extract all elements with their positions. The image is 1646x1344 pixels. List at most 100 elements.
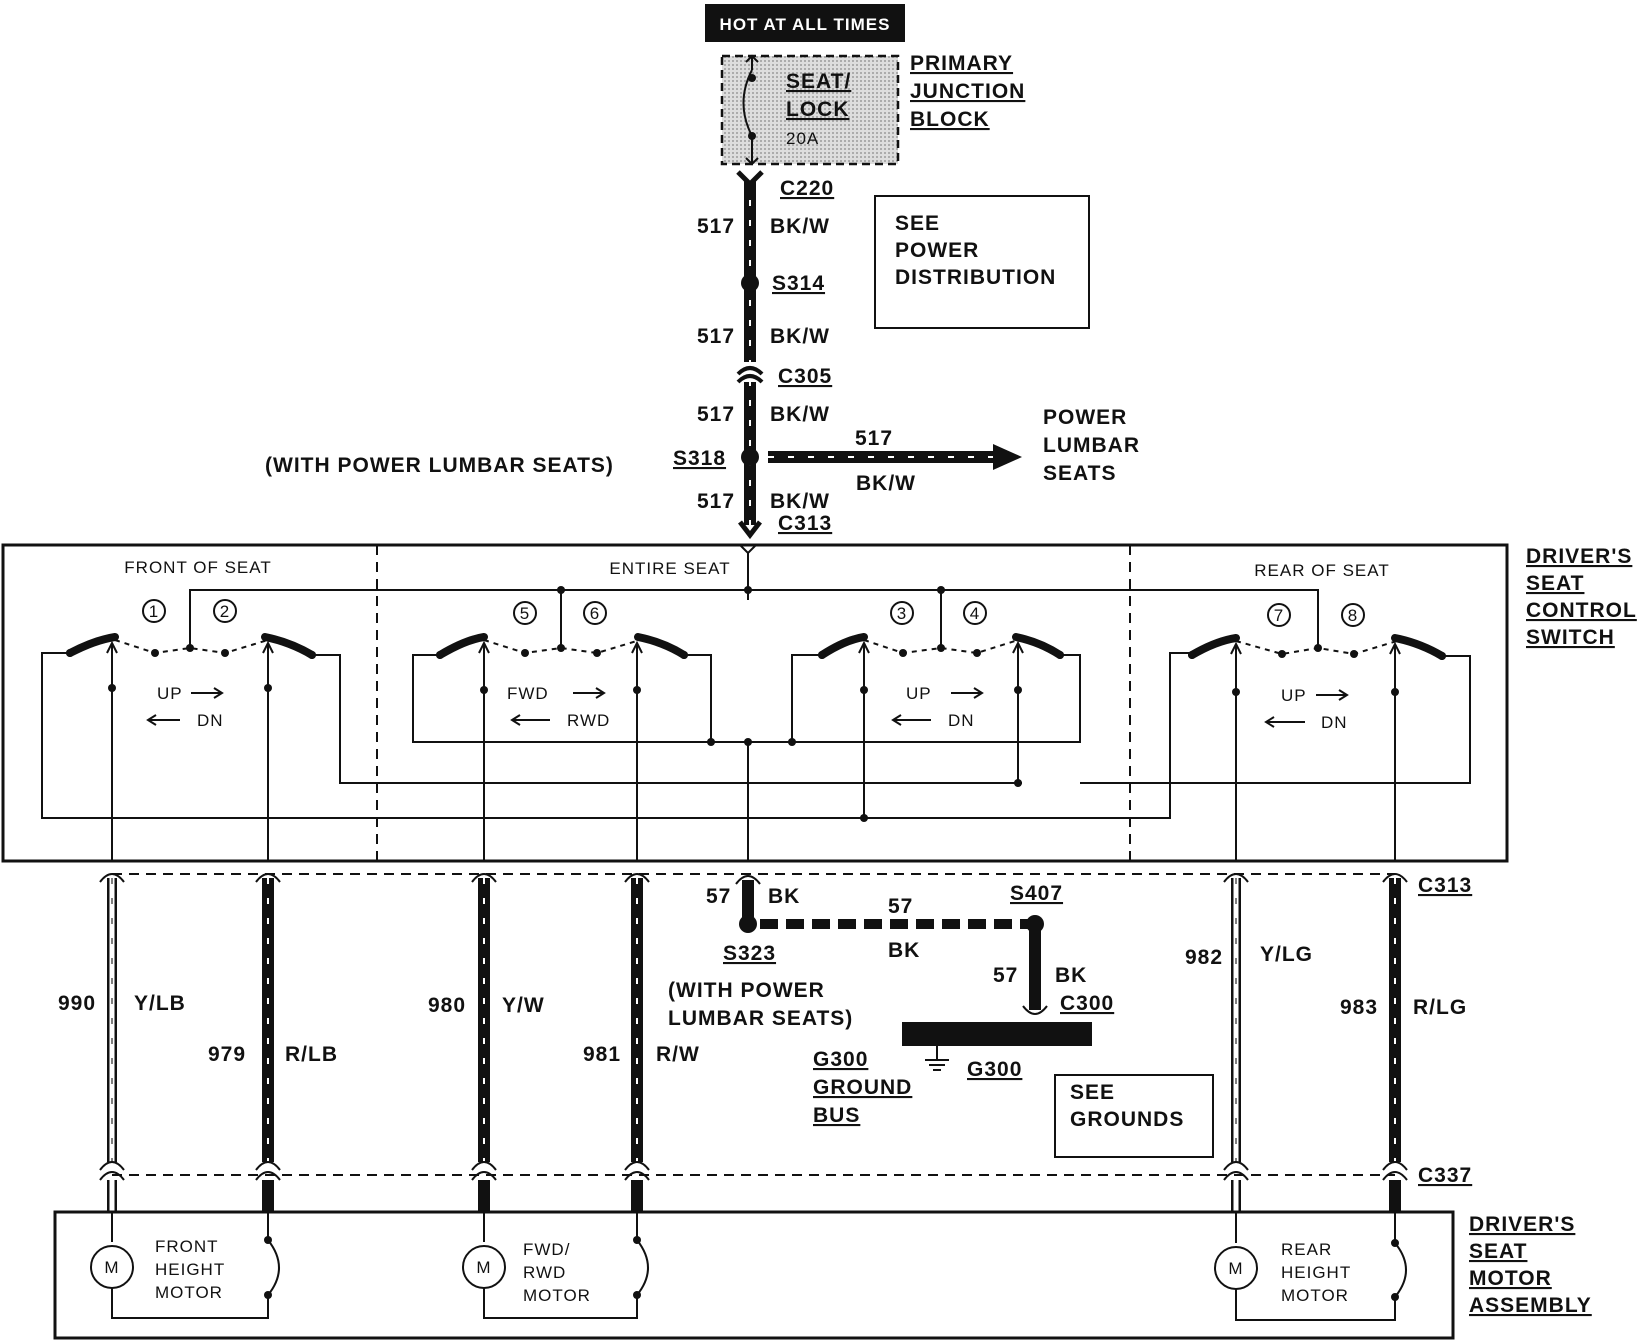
fwd-rwd-motor: M FWD/ RWD MOTOR: [462, 1212, 649, 1319]
drivers-seat-control-switch-label: DRIVER'S SEAT CONTROL SWITCH: [1526, 545, 1637, 649]
entire-seat-label: ENTIRE SEAT: [609, 559, 730, 578]
seat-motor-assembly: M FRONT HEIGHT MOTOR M FWD/ RWD MOTOR: [53, 1210, 1455, 1340]
ground-bus-label: G300 GROUND BUS: [813, 1048, 912, 1127]
see-grounds-box: SEE GROUNDS: [1054, 1074, 1214, 1158]
feed-wire-517: [736, 170, 764, 540]
svg-text:UP: UP: [1281, 686, 1307, 705]
svg-text:S323: S323: [723, 942, 776, 965]
rear-height-motor: M REAR HEIGHT MOTOR: [1214, 1212, 1407, 1321]
svg-text:7: 7: [1274, 606, 1284, 625]
lumbar-note-ground: (WITH POWER LUMBAR SEATS): [668, 979, 853, 1030]
svg-text:3: 3: [897, 604, 907, 623]
svg-text:M: M: [1228, 1259, 1243, 1278]
svg-text:BLOCK: BLOCK: [910, 108, 990, 131]
svg-text:M: M: [104, 1258, 119, 1277]
wire-517-color-c: BK/W: [770, 403, 830, 426]
svg-text:982: 982: [1185, 946, 1223, 969]
svg-text:SEAT: SEAT: [1469, 1240, 1527, 1263]
svg-text:(WITH POWER: (WITH POWER: [668, 979, 825, 1002]
svg-text:SEAT: SEAT: [1526, 572, 1584, 595]
svg-text:C220: C220: [780, 177, 834, 200]
svg-text:S314: S314: [772, 272, 825, 295]
wire-517-color-b: BK/W: [770, 325, 830, 348]
svg-text:980: 980: [428, 994, 466, 1017]
see-power-distribution-box: SEE POWER DISTRIBUTION: [874, 195, 1090, 329]
wire-979: 979 R/LB: [208, 873, 337, 1212]
svg-text:HEIGHT: HEIGHT: [155, 1260, 225, 1279]
svg-text:ASSEMBLY: ASSEMBLY: [1469, 1294, 1592, 1317]
svg-text:S318: S318: [673, 447, 726, 470]
svg-text:BK/W: BK/W: [856, 472, 916, 495]
svg-text:R/W: R/W: [656, 1043, 700, 1066]
wire-517-color-d: BK/W: [770, 490, 830, 513]
svg-text:Y/LG: Y/LG: [1260, 943, 1313, 966]
svg-text:5: 5: [520, 604, 530, 623]
front-of-seat-label: FRONT OF SEAT: [124, 558, 271, 577]
svg-text:LUMBAR: LUMBAR: [1043, 434, 1140, 457]
svg-text:BUS: BUS: [813, 1104, 860, 1127]
svg-text:HOT AT ALL TIMES: HOT AT ALL TIMES: [720, 15, 891, 34]
svg-text:C300: C300: [1060, 992, 1114, 1015]
svg-text:SEE: SEE: [895, 212, 940, 235]
svg-text:REAR: REAR: [1281, 1240, 1332, 1259]
svg-text:981: 981: [583, 1043, 621, 1066]
svg-text:GROUND: GROUND: [813, 1076, 912, 1099]
svg-text:LUMBAR SEATS): LUMBAR SEATS): [668, 1007, 853, 1030]
ground-bus-g300: G300: [902, 1022, 1092, 1081]
svg-text:M: M: [476, 1258, 491, 1277]
rear-of-seat-label: REAR OF SEAT: [1254, 561, 1389, 580]
svg-text:FRONT: FRONT: [155, 1237, 219, 1256]
rear-switch-pair: 7 8 UP DN: [1080, 603, 1471, 861]
power-lumbar-seats-label: POWER LUMBAR SEATS: [1043, 406, 1140, 485]
wire-982: 982 Y/LG: [1185, 873, 1313, 1212]
drivers-seat-motor-assembly-label: DRIVER'S SEAT MOTOR ASSEMBLY: [1469, 1213, 1592, 1317]
svg-text:UP: UP: [157, 684, 183, 703]
front-switch-pair: 1 2 UP DN: [41, 599, 1192, 861]
svg-text:2: 2: [220, 602, 230, 621]
svg-text:S407: S407: [1010, 882, 1063, 905]
wire-980: 980 Y/W: [428, 873, 545, 1212]
hot-at-all-times-tag: HOT AT ALL TIMES: [705, 4, 905, 42]
svg-text:517: 517: [855, 427, 893, 450]
connector-c305: C305: [778, 365, 832, 388]
svg-text:CONTROL: CONTROL: [1526, 599, 1637, 622]
svg-text:57: 57: [993, 964, 1018, 987]
svg-text:6: 6: [590, 604, 600, 623]
connector-c313-label: C313: [1418, 874, 1472, 897]
svg-text:1: 1: [149, 602, 159, 621]
svg-text:SEATS: SEATS: [1043, 462, 1116, 485]
svg-text:20A: 20A: [786, 129, 819, 148]
seat-lock-fuse: SEAT/ LOCK 20A: [720, 54, 900, 166]
wire-990: 990 Y/LB: [58, 873, 185, 1212]
svg-text:HEIGHT: HEIGHT: [1281, 1263, 1351, 1282]
svg-text:BK: BK: [1055, 964, 1087, 987]
svg-text:BK: BK: [768, 885, 800, 908]
svg-text:C305: C305: [778, 365, 832, 388]
svg-text:MOTOR: MOTOR: [1469, 1267, 1552, 1290]
svg-text:4: 4: [970, 604, 980, 623]
seat-control-switch: FRONT OF SEAT ENTIRE SEAT REAR OF SEAT 1…: [1, 543, 1509, 863]
svg-text:8: 8: [1348, 606, 1358, 625]
splice-s318: S318: [673, 447, 759, 470]
connector-c337-label: C337: [1418, 1164, 1472, 1187]
svg-text:RWD: RWD: [567, 711, 610, 730]
svg-text:JUNCTION: JUNCTION: [910, 80, 1025, 103]
svg-text:PRIMARY: PRIMARY: [910, 52, 1013, 75]
fwd-rwd-switch-pair: 5 6 FWD RWD: [412, 601, 1081, 861]
svg-text:RWD: RWD: [523, 1263, 566, 1282]
svg-text:DN: DN: [1321, 713, 1348, 732]
svg-text:Y/W: Y/W: [502, 994, 545, 1017]
connector-c220: C220: [780, 177, 834, 200]
ground-circuit-57: 57 BK 57 BK S323 S407 57 BK C300: [706, 875, 1114, 1015]
connector-c313-top: C313: [778, 512, 832, 535]
svg-text:UP: UP: [906, 684, 932, 703]
svg-text:GROUNDS: GROUNDS: [1070, 1108, 1184, 1131]
svg-text:FWD/: FWD/: [523, 1240, 570, 1259]
svg-text:979: 979: [208, 1043, 246, 1066]
svg-text:G300: G300: [813, 1048, 868, 1071]
svg-text:POWER: POWER: [895, 239, 979, 262]
wire-517-circuit-a: 517: [697, 215, 735, 238]
lumbar-branch-wire: 517 BK/W: [768, 427, 1022, 495]
wire-517-circuit-c: 517: [697, 403, 735, 426]
svg-text:SWITCH: SWITCH: [1526, 626, 1615, 649]
